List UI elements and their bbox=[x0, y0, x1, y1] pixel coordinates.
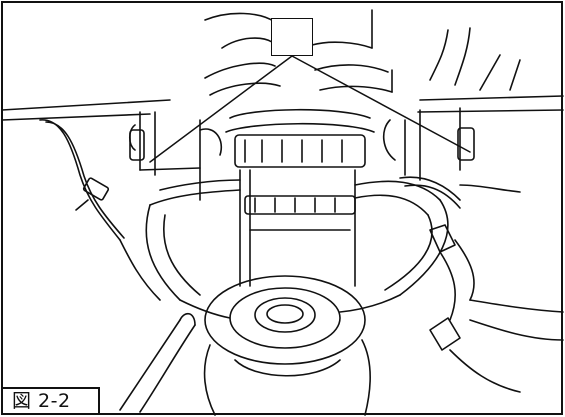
callout-leader-lines bbox=[149, 55, 471, 163]
frame-rails bbox=[1, 27, 564, 121]
lower-control-arm bbox=[145, 179, 449, 319]
right-hoses bbox=[399, 176, 564, 393]
right-mount-bracket bbox=[382, 107, 475, 181]
callout-box bbox=[271, 18, 313, 56]
left-brake-line bbox=[39, 119, 161, 301]
lower-left-hose bbox=[119, 312, 196, 413]
left-mount-bracket bbox=[128, 111, 222, 201]
upper-spring-area bbox=[204, 9, 393, 96]
figure-label: 図 2-2 bbox=[2, 387, 100, 415]
ball-joint bbox=[203, 275, 372, 416]
strut-assembly bbox=[225, 108, 375, 287]
